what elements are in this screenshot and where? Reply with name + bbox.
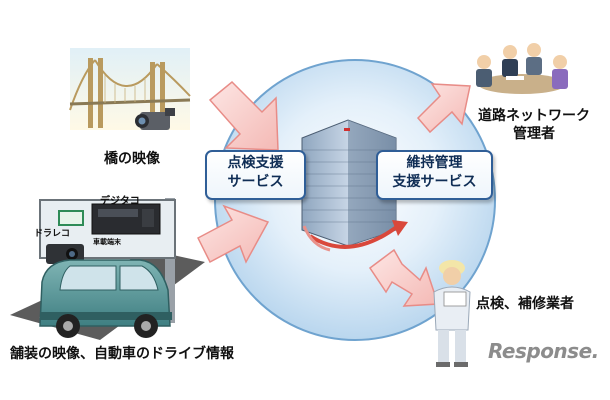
manager-caption: 道路ネットワーク 管理者 xyxy=(478,108,590,143)
digitaco-label: デジタコ xyxy=(100,196,140,207)
inspection-support-service-box: 点検支援 サービス xyxy=(205,150,306,200)
road-caption: 舗装の映像、自動車のドライブ情報 xyxy=(10,346,234,362)
video-camera-icon xyxy=(135,108,175,130)
bridge-caption: 橋の映像 xyxy=(104,151,160,167)
manager-caption-line2: 管理者 xyxy=(513,125,555,142)
drive-recorder-device xyxy=(46,244,84,264)
worker-caption: 点検、補修業者 xyxy=(476,296,574,312)
drive-recorder-label: ドラレコ xyxy=(34,229,71,239)
inspection-service-line1: 点検支援 xyxy=(227,155,284,171)
van-illustration xyxy=(39,259,172,338)
bridge-illustration xyxy=(69,48,191,130)
manager-caption-line1: 道路ネットワーク xyxy=(478,108,590,124)
cycle-arrow xyxy=(302,220,408,252)
arrow-bridge-to-center xyxy=(208,80,279,151)
worker-illustration xyxy=(433,260,471,367)
meeting-people-illustration xyxy=(476,43,568,94)
response-logo: Response. xyxy=(488,339,599,363)
digital-tachograph-device xyxy=(91,203,161,235)
maintenance-service-line1: 維持管理 xyxy=(406,155,463,171)
arrow-center-to-manager xyxy=(416,83,471,134)
maintenance-service-line2: 支援サービス xyxy=(392,174,477,190)
arrow-road-to-center xyxy=(197,204,270,264)
onboard-terminal-label: 車載端末 xyxy=(93,238,121,246)
maintenance-support-service-box: 維持管理 支援サービス xyxy=(376,150,493,200)
inspection-service-line2: サービス xyxy=(227,174,284,190)
